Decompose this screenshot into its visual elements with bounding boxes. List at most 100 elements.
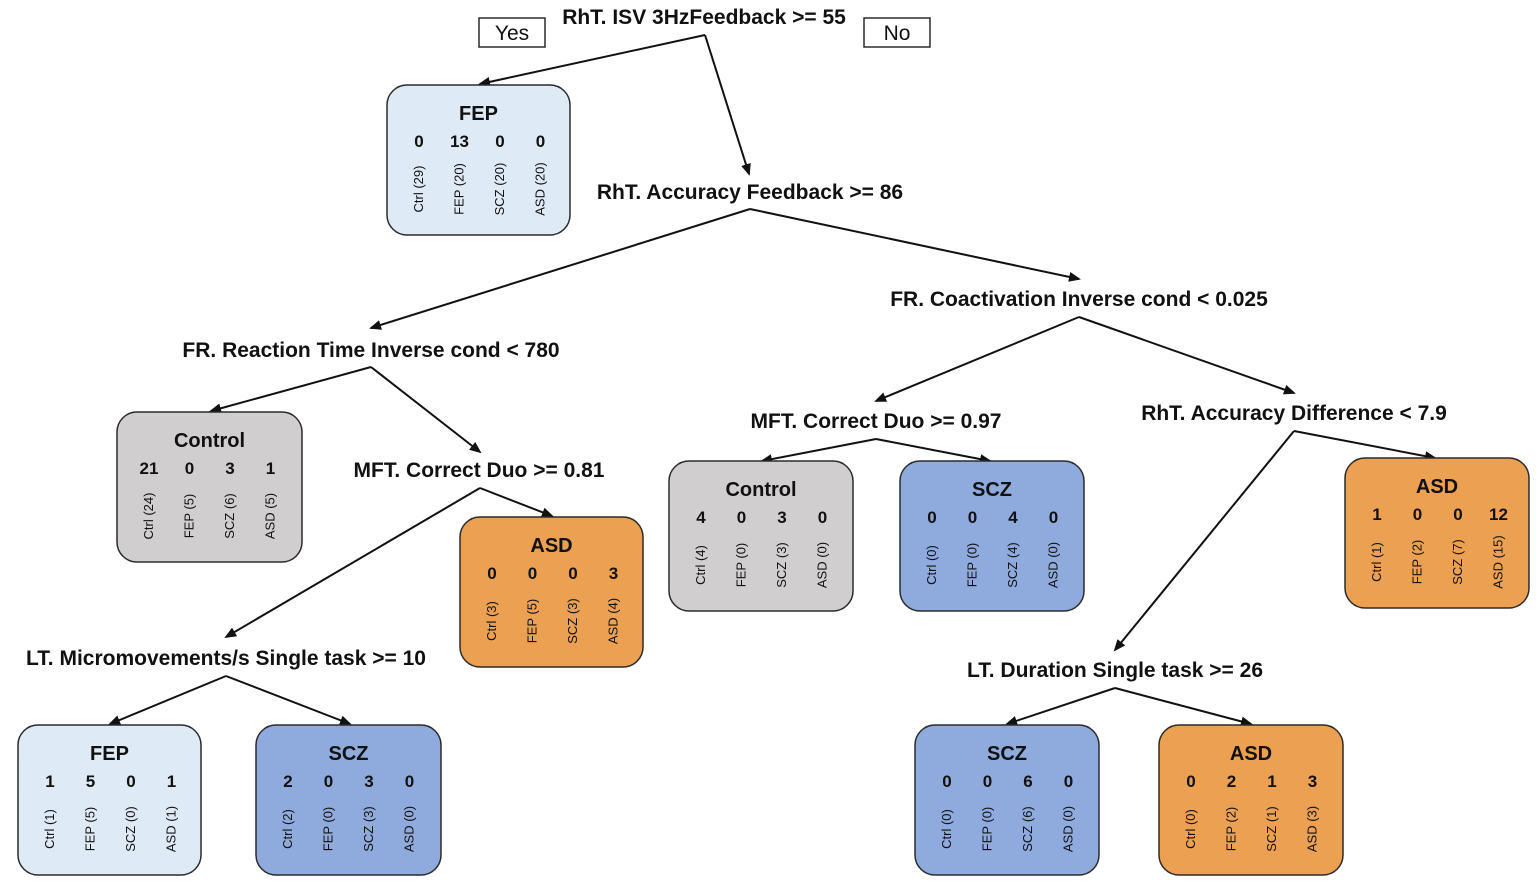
leaf-count: 6: [1023, 772, 1032, 791]
leaf-category-label: ASD (0): [1046, 542, 1061, 588]
leaf-category-label: ASD (0): [815, 542, 830, 588]
condition-c5: MFT. Correct Duo >= 0.81: [354, 459, 605, 482]
leaf-category-label: SCZ (6): [222, 493, 237, 539]
edge-c2-c3: [369, 208, 751, 330]
leaf-count: 5: [86, 772, 95, 791]
leaf-category-label: ASD (5): [263, 493, 278, 539]
leaf-count: 0: [1186, 772, 1195, 791]
leaf-box: [386, 84, 571, 236]
leaf-category-label: Ctrl (0): [939, 809, 954, 849]
edge-c4-c7: [1078, 316, 1296, 395]
leaf-count: 3: [609, 564, 618, 583]
leaf-count: 0: [568, 564, 577, 583]
leaf-category-label: Ctrl (2): [280, 809, 295, 849]
leaf-category-label: SCZ (3): [565, 598, 580, 644]
leaf-count: 1: [1372, 505, 1381, 524]
condition-c4: FR. Coactivation Inverse cond < 0.025: [890, 288, 1268, 311]
leaf-count: 0: [737, 508, 746, 527]
condition-c9: LT. Duration Single task >= 26: [967, 659, 1263, 682]
leaf-box: [459, 516, 644, 668]
leaf-category-label: ASD (20): [533, 162, 548, 215]
leaf-class-label: SCZ: [329, 743, 369, 765]
leaf-category-label: ASD (3): [1305, 806, 1320, 852]
condition-c8: LT. Micromovements/s Single task >= 10: [26, 647, 426, 670]
leaf-box: [914, 724, 1100, 876]
leaf-category-label: ASD (15): [1491, 535, 1506, 588]
leaf-category-label: FEP (2): [1410, 540, 1425, 585]
leaf-category-label: SCZ (3): [361, 806, 376, 852]
leaf-category-label: SCZ (0): [123, 806, 138, 852]
leaf-count: 0: [528, 564, 537, 583]
edge-c5-n3: [479, 487, 554, 518]
edge-c5-c8: [224, 487, 481, 639]
condition-c1: RhT. ISV 3HzFeedback >= 55: [562, 6, 846, 29]
leaf-box: [668, 460, 854, 612]
legend-yes: Yes: [478, 17, 546, 48]
leaf-category-label: SCZ (7): [1450, 539, 1465, 585]
leaf-category-label: FEP (5): [83, 807, 98, 852]
edge-c3-n2: [209, 366, 372, 414]
leaf-count: 1: [167, 772, 176, 791]
leaf-count: 3: [777, 508, 786, 527]
leaf-count: 0: [1064, 772, 1073, 791]
leaf-class-label: ASD: [530, 535, 572, 557]
edge-c1-n1: [478, 34, 706, 87]
condition-c2: RhT. Accuracy Feedback >= 86: [597, 181, 903, 204]
leaf-category-label: SCZ (1): [1264, 806, 1279, 852]
leaf-count: 1: [1267, 772, 1276, 791]
leaf-category-label: SCZ (4): [1005, 542, 1020, 588]
leaf-count: 0: [126, 772, 135, 791]
leaf-count: 0: [818, 508, 827, 527]
edge-c3-c5: [370, 366, 482, 454]
leaf-count: 0: [324, 772, 333, 791]
leaf-category-label: Ctrl (1): [42, 809, 57, 849]
leaf-category-label: SCZ (6): [1020, 806, 1035, 852]
leaf-class-label: Control: [174, 430, 245, 452]
leaf-category-label: FEP (0): [980, 807, 995, 852]
leaf-category-label: FEP (0): [965, 543, 980, 588]
leaf-category-label: FEP (5): [182, 494, 197, 539]
leaf-count: 3: [364, 772, 373, 791]
leaf-count: 3: [225, 459, 234, 478]
leaf-count: 2: [283, 772, 292, 791]
leaf-count: 4: [696, 508, 706, 527]
leaf-count: 0: [414, 132, 423, 151]
leaf-category-label: Ctrl (4): [693, 545, 708, 585]
leaf-category-label: Ctrl (1): [1369, 542, 1384, 582]
leaf-category-label: FEP (5): [525, 599, 540, 644]
leaf-box: [116, 411, 303, 563]
leaf-class-label: Control: [725, 479, 796, 501]
condition-c6: MFT. Correct Duo >= 0.97: [751, 410, 1002, 433]
leaf-count: 0: [1413, 505, 1422, 524]
leaf-count: 4: [1008, 508, 1018, 527]
condition-c3: FR. Reaction Time Inverse cond < 780: [182, 339, 559, 362]
leaf-class-label: ASD: [1416, 476, 1458, 498]
leaf-count: 0: [968, 508, 977, 527]
leaf-count: 0: [1453, 505, 1462, 524]
leaf-count: 0: [942, 772, 951, 791]
leaf-class-label: SCZ: [987, 743, 1027, 765]
leaf-count: 2: [1227, 772, 1236, 791]
leaf-count: 13: [450, 132, 469, 151]
tree-edges: [108, 34, 1437, 727]
leaf-box: [899, 460, 1085, 612]
leaf-category-label: Ctrl (0): [924, 545, 939, 585]
edge-c7-n8: [1293, 430, 1437, 462]
leaf-count: 1: [45, 772, 54, 791]
leaf-category-label: ASD (0): [1061, 806, 1076, 852]
edge-c6-n7: [875, 438, 992, 465]
leaf-count: 0: [495, 132, 504, 151]
leaf-count: 0: [983, 772, 992, 791]
condition-c7: RhT. Accuracy Difference < 7.9: [1141, 402, 1447, 425]
legend-yes-label: Yes: [495, 22, 529, 45]
legend-no: No: [863, 17, 931, 48]
leaf-count: 21: [140, 459, 159, 478]
leaf-category-label: FEP (0): [321, 807, 336, 852]
